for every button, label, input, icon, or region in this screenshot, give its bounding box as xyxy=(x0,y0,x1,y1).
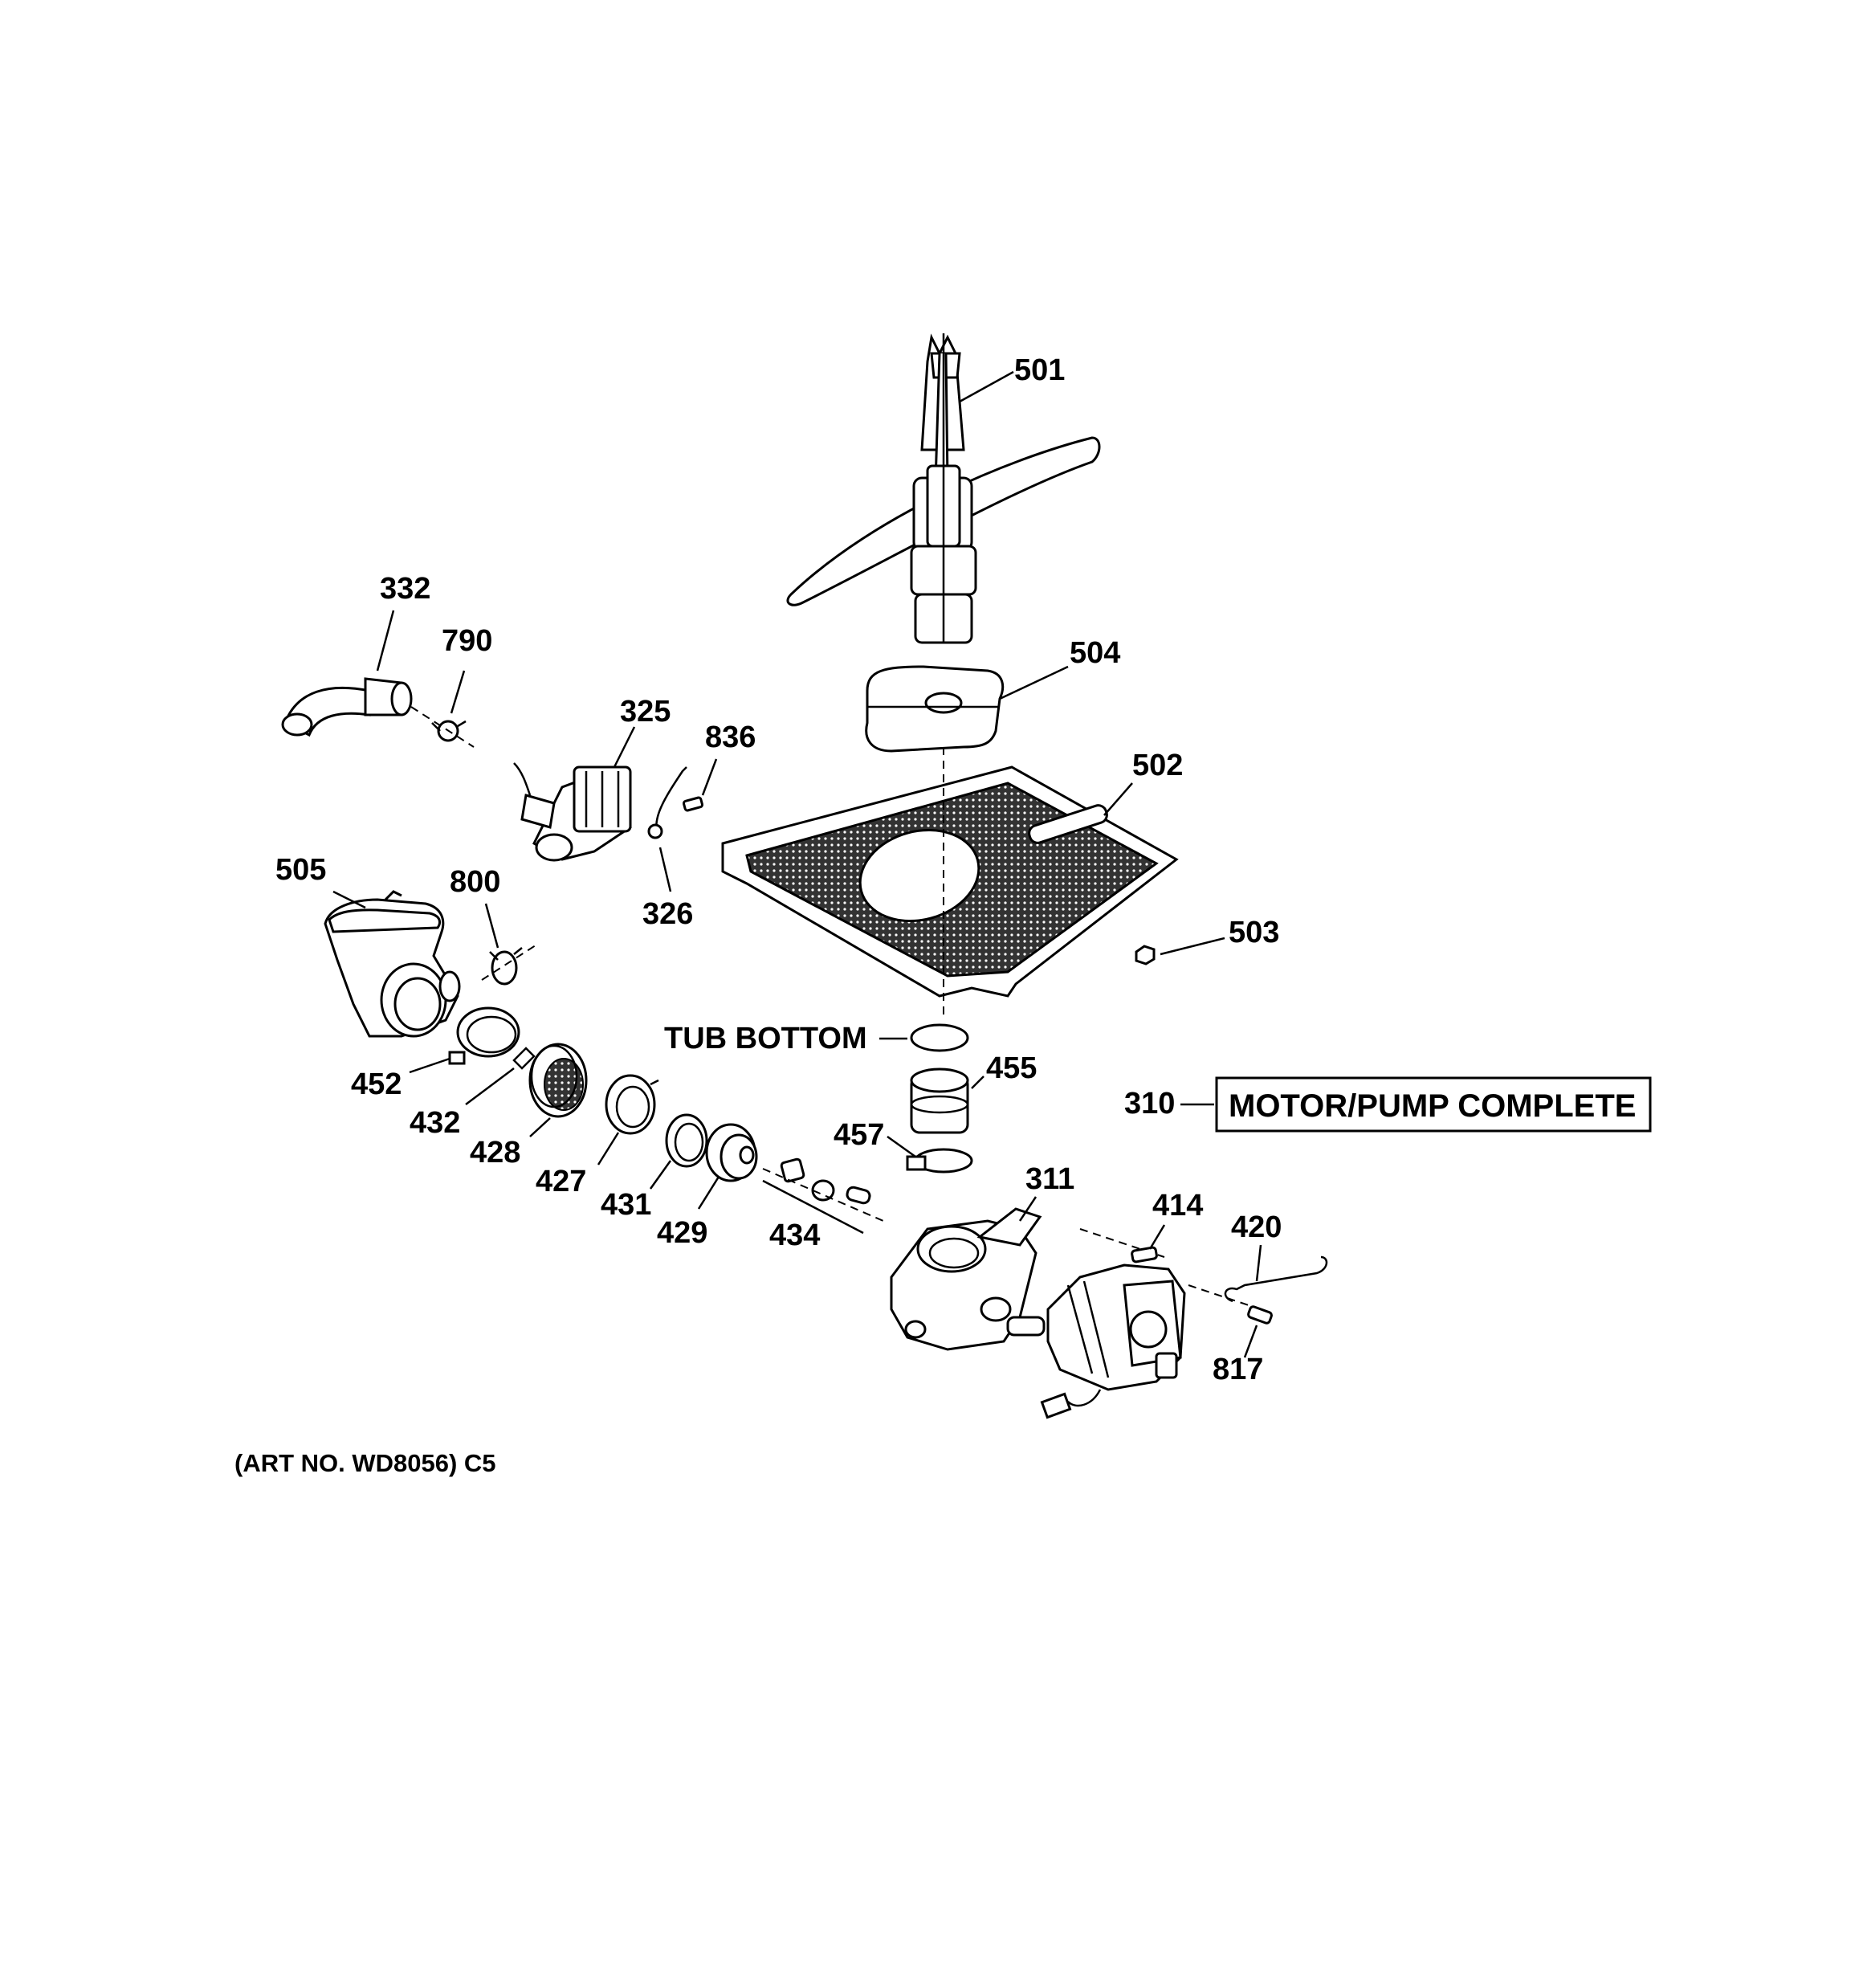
screw-part-836 xyxy=(682,796,704,812)
label-432: 432 xyxy=(410,1106,460,1140)
art-number: (ART NO. WD8056) C5 xyxy=(234,1449,496,1477)
label-motor-pump: MOTOR/PUMP COMPLETE xyxy=(1229,1088,1636,1124)
label-452: 452 xyxy=(351,1067,402,1101)
label-505: 505 xyxy=(275,853,326,887)
leader-505 xyxy=(332,890,366,909)
label-455: 455 xyxy=(986,1051,1037,1085)
leader-427 xyxy=(597,1132,620,1165)
hose-part-332 xyxy=(281,677,413,737)
label-502: 502 xyxy=(1132,749,1183,782)
label-310: 310 xyxy=(1124,1087,1175,1121)
leader-455 xyxy=(971,1076,984,1089)
leader-311 xyxy=(1018,1196,1037,1222)
sump-part-505 xyxy=(324,890,461,1038)
leader-420 xyxy=(1255,1244,1262,1282)
clip-part-326 xyxy=(647,766,687,839)
bracket-part-420 xyxy=(1224,1255,1328,1303)
leader-790 xyxy=(450,670,466,714)
label-tub-bottom: TUB BOTTOM xyxy=(664,1022,867,1055)
strainer-part-428 xyxy=(528,1043,588,1118)
label-800: 800 xyxy=(450,865,500,899)
clip-part-432 xyxy=(512,1047,536,1070)
label-503: 503 xyxy=(1229,916,1279,949)
clamp-part-457 xyxy=(906,1148,973,1174)
leader-503 xyxy=(1160,937,1225,956)
leader-414 xyxy=(1148,1224,1166,1250)
label-427: 427 xyxy=(536,1165,586,1198)
leader-434 xyxy=(762,1179,864,1235)
valve-part-325 xyxy=(513,762,632,862)
label-429: 429 xyxy=(657,1216,707,1250)
label-817: 817 xyxy=(1213,1353,1263,1386)
hardware-part-434 xyxy=(780,1157,871,1205)
filter-part-502 xyxy=(721,747,1179,1020)
label-420: 420 xyxy=(1231,1210,1282,1244)
screw-part-817 xyxy=(1247,1305,1273,1325)
label-457: 457 xyxy=(834,1118,884,1152)
pump-housing-part-311 xyxy=(890,1207,1046,1351)
nut-part-503 xyxy=(1135,945,1156,965)
leader-325 xyxy=(613,726,636,768)
leader-432 xyxy=(465,1067,515,1105)
clamp-part-800 xyxy=(489,947,523,986)
label-428: 428 xyxy=(470,1136,520,1170)
motor-pump-box xyxy=(1215,1076,1652,1133)
leader-502 xyxy=(1103,782,1133,816)
screw-part-414 xyxy=(1131,1246,1158,1263)
gasket-part-427 xyxy=(605,1074,659,1135)
label-414: 414 xyxy=(1152,1189,1203,1223)
label-431: 431 xyxy=(601,1188,651,1222)
label-326: 326 xyxy=(642,897,693,931)
leader-800 xyxy=(484,903,499,949)
ring-part-431 xyxy=(665,1113,708,1168)
leader-431 xyxy=(649,1160,672,1190)
leader-332 xyxy=(376,610,395,672)
seal-part-455 xyxy=(910,1067,969,1134)
spray-arm-part-501 xyxy=(786,333,1101,644)
ring-part-452 xyxy=(448,1006,520,1065)
leader-504 xyxy=(999,665,1069,700)
label-504: 504 xyxy=(1070,636,1120,670)
impeller-part-429 xyxy=(705,1123,758,1182)
label-311: 311 xyxy=(1025,1162,1074,1196)
label-434: 434 xyxy=(769,1219,820,1252)
motor-part-310 xyxy=(1040,1228,1186,1419)
leader-326 xyxy=(658,847,672,892)
label-501: 501 xyxy=(1014,353,1065,387)
leader-836 xyxy=(701,758,718,796)
label-790: 790 xyxy=(442,624,492,658)
tub-bottom-ring xyxy=(910,1023,969,1052)
leader-501 xyxy=(959,370,1014,403)
leader-452 xyxy=(409,1057,450,1074)
leader-457 xyxy=(887,1135,916,1158)
leader-817 xyxy=(1243,1325,1258,1358)
label-836: 836 xyxy=(705,720,756,754)
leader-428 xyxy=(529,1117,551,1137)
leader-429 xyxy=(697,1176,720,1210)
baffle-part-504 xyxy=(865,665,1005,753)
label-325: 325 xyxy=(620,695,671,729)
label-332: 332 xyxy=(380,572,430,606)
